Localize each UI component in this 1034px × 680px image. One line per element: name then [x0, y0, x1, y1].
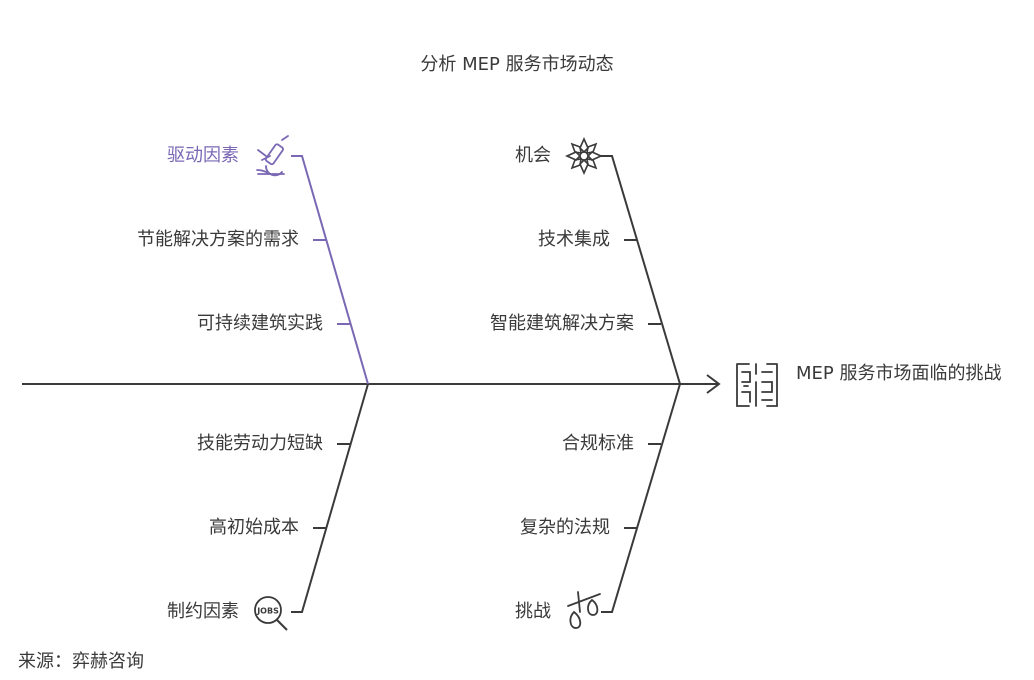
maze-icon [736, 363, 778, 407]
drivers-item-2: 可持续建筑实践 [197, 313, 323, 334]
spine-arrowhead [706, 374, 721, 394]
challenges-item-1: 合规标准 [562, 433, 634, 454]
snowflake-icon [565, 137, 603, 175]
challenges-label: 挑战 [515, 601, 551, 622]
drivers-label: 驱动因素 [167, 145, 239, 166]
opportunities-branch-line [601, 155, 681, 385]
challenges-branch-line [601, 383, 681, 613]
opportunities-item-2: 智能建筑解决方案 [490, 313, 634, 334]
svg-text:JOBS: JOBS [256, 607, 279, 616]
challenges-item-2: 复杂的法规 [520, 517, 610, 538]
restraints-item-1: 技能劳动力短缺 [197, 433, 323, 454]
opportunities-item-1: 技术集成 [538, 229, 610, 250]
opportunities-label: 机会 [515, 145, 551, 166]
restraints-label: 制约因素 [167, 601, 239, 622]
source-note: 来源：弈赫咨询 [18, 651, 144, 672]
drivers-branch-line [291, 155, 369, 385]
restraints-item-2: 高初始成本 [209, 517, 299, 538]
diagram-title: 分析 MEP 服务市场动态 [420, 54, 614, 75]
restraints-branch-line [291, 383, 369, 613]
head-label: MEP 服务市场面临的挑战 [796, 363, 1002, 384]
microscope-icon [256, 135, 289, 177]
drivers-item-1: 节能解决方案的需求 [137, 229, 299, 250]
balance-scale-icon [567, 591, 601, 629]
jobs-search-icon: JOBS [254, 596, 288, 631]
